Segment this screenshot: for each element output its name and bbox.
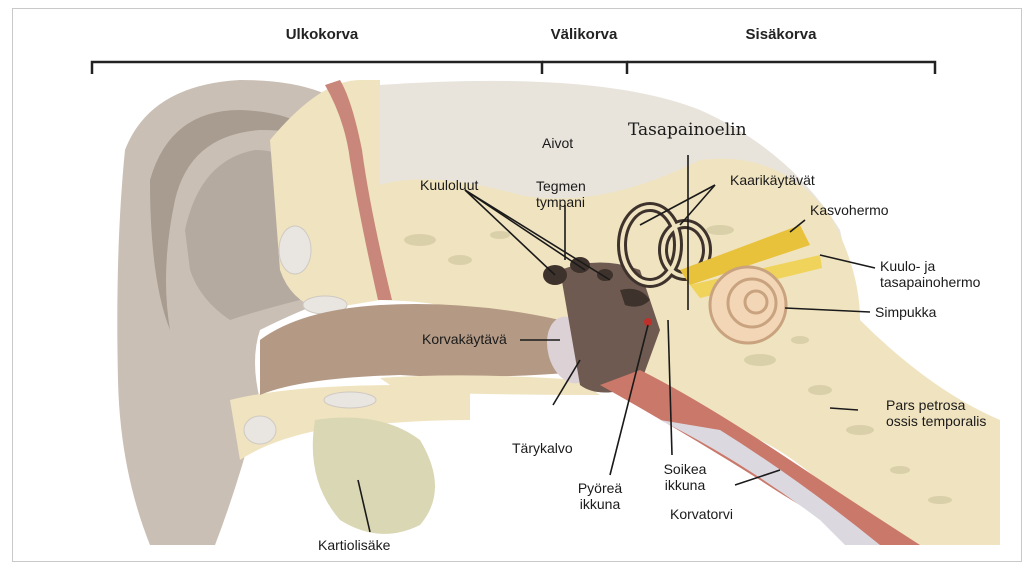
label-kuulo-ja-tasapainohermo: Kuulo- ja tasapainohermo [880, 258, 980, 290]
lower-cartilage-gap2 [244, 416, 276, 444]
label-pars-petrosa: Pars petrosa ossis temporalis [886, 397, 986, 429]
label-tasapainoelin: Tasapainoelin [628, 122, 747, 138]
label-korvakaytava: Korvakäytävä [422, 331, 507, 347]
label-tarykalvo: Tärykalvo [512, 440, 573, 456]
label-simpukka: Simpukka [875, 304, 936, 320]
round-window-dot [644, 318, 652, 326]
label-kartiolisake: Kartiolisäke [318, 537, 390, 553]
label-pyorea-ikkuna: Pyöreä ikkuna [578, 480, 622, 512]
lower-cartilage-gap [324, 392, 376, 408]
label-korvatorvi: Korvatorvi [670, 506, 733, 522]
mastoid [313, 418, 435, 534]
label-tegmen-tympani: Tegmen tympani [536, 178, 586, 210]
bracket-inner [627, 62, 935, 74]
label-kaarikaytavat: Kaarikäytävät [730, 172, 815, 188]
section-brackets [92, 62, 935, 74]
bracket-outer [92, 62, 542, 74]
bracket-middle [542, 62, 627, 74]
section-outer-ear: Ulkokorva [286, 26, 359, 43]
section-inner-ear: Sisäkorva [746, 26, 817, 43]
label-soikea-ikkuna: Soikea ikkuna [664, 461, 707, 493]
label-aivot: Aivot [542, 135, 573, 151]
section-middle-ear: Välikorva [551, 26, 618, 43]
label-kasvohermo: Kasvohermo [810, 202, 889, 218]
label-kuuloluut: Kuuloluut [420, 177, 478, 193]
